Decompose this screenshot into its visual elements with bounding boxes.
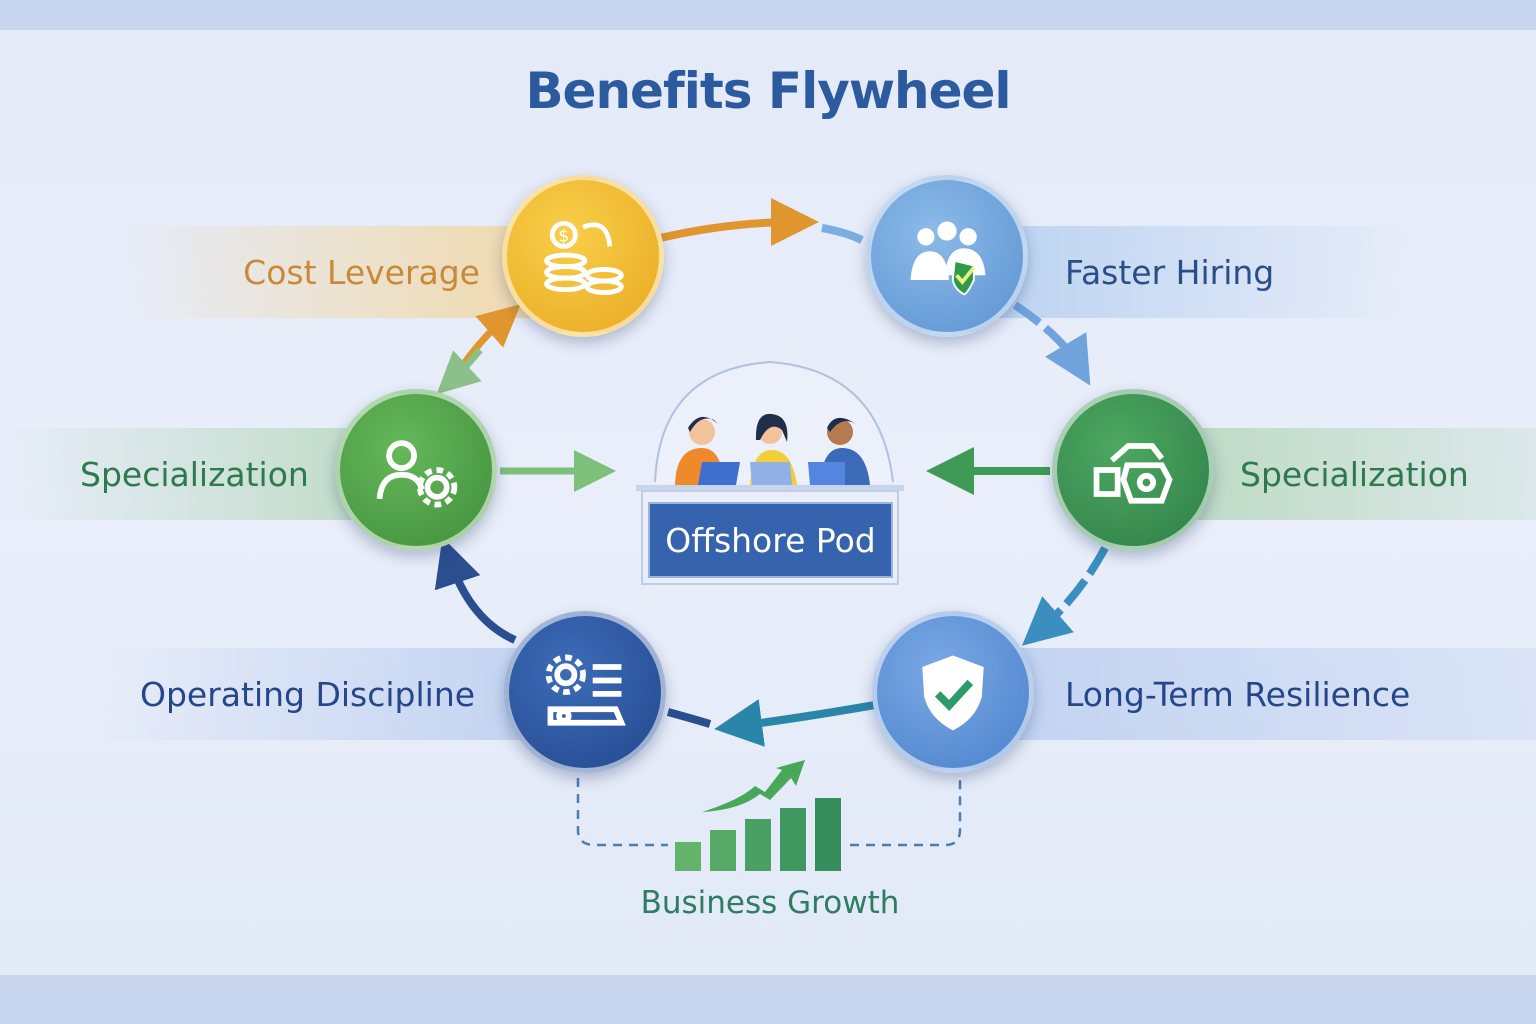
arrow-cost-to-spec [436,347,483,395]
growth-arrow-icon [702,760,805,812]
gear-checklist-icon [545,654,626,726]
arrow-resilience-to-discipline [714,699,876,747]
pod-people-icon [675,413,870,485]
tools-icon [1093,443,1173,504]
band-specialization-left: Specialization [0,428,400,520]
node-specialization-right [1052,389,1214,551]
node-cost-leverage: $ [502,175,664,337]
growth-bar [780,808,806,871]
node-specialization-left [335,389,497,551]
growth-bar [745,819,771,871]
person-gear-icon [376,440,458,508]
offshore-pod-label: Offshore Pod [648,502,893,578]
pod-desk [636,485,904,491]
growth-dashed-link [576,778,962,847]
svg-text:$: $ [558,227,569,247]
band-long-term-resilience: Long-Term Resilience [1000,648,1536,740]
shield-check-icon [922,655,984,731]
page-title: Benefits Flywheel [525,62,1011,120]
band-cost-leverage: Cost Leverage [120,226,540,318]
band-specialization-right: Specialization [1180,428,1536,520]
label-cost-leverage: Cost Leverage [243,252,480,292]
label-specialization-left: Specialization [80,454,309,494]
arrow-cost-to-hiring [659,198,819,247]
pod-frame [641,490,899,585]
band-faster-hiring: Faster Hiring [990,226,1410,318]
business-growth-label: Business Growth [640,885,900,921]
team-check-icon [910,221,986,296]
label-faster-hiring: Faster Hiring [1065,252,1275,292]
growth-chart-icon [675,760,841,871]
arrow-hiring-to-spec [1012,301,1091,386]
label-specialization-right: Specialization [1240,454,1469,494]
band-operating-discipline: Operating Discipline [100,648,540,740]
growth-bar [710,830,736,871]
arrow-spec-to-resilience [1021,546,1109,646]
node-long-term-resilience [872,611,1034,773]
label-long-term-resilience: Long-Term Resilience [1065,674,1411,714]
arrow-hiring-connector [821,224,864,244]
node-operating-discipline [504,611,666,773]
growth-bar [675,842,701,871]
arrow-discipline-to-spec [434,537,517,644]
label-operating-discipline: Operating Discipline [140,674,476,714]
coins-dollar-icon: $ [544,220,624,295]
arrow-discipline-connector [666,708,712,728]
growth-bar [815,798,841,871]
node-faster-hiring [866,175,1028,337]
